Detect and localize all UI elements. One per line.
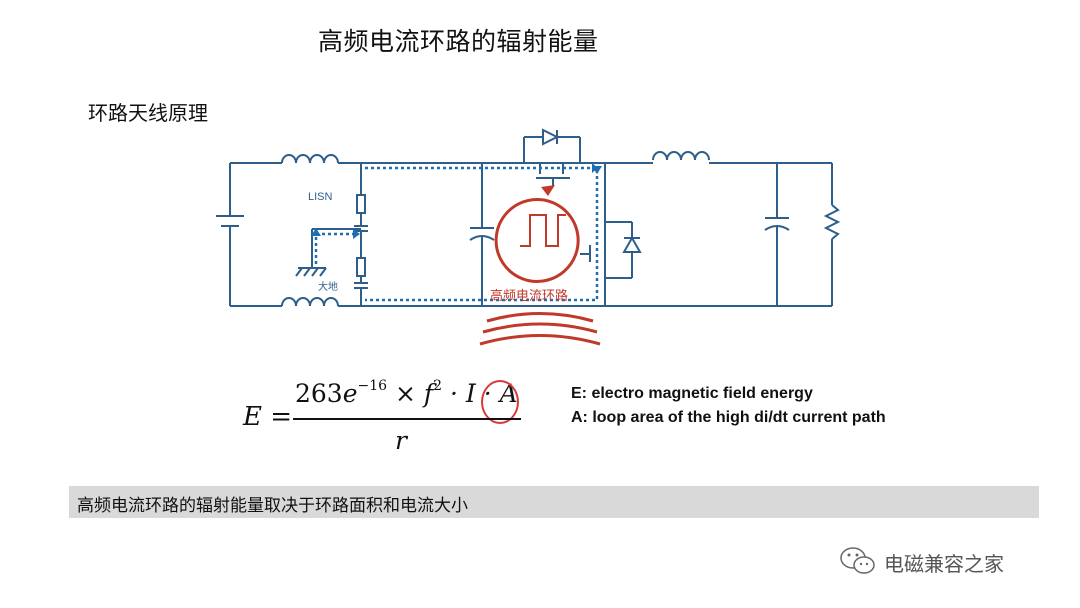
lisn-label: LISN (308, 191, 333, 203)
section-subtitle: 环路天线原理 (88, 101, 208, 125)
watermark-text: 电磁兼容之家 (884, 552, 1004, 576)
radiation-arc-1 (486, 312, 594, 323)
page-title: 高频电流环路的辐射能量 (318, 27, 599, 56)
inductor-bottom-left (281, 297, 339, 307)
loop-circle (494, 197, 580, 283)
earth-ground-symbol (295, 267, 327, 277)
energy-formula: E = 263e−16 × f2 · I · A r (243, 378, 533, 458)
inductor-top-left (281, 154, 339, 164)
square-wave (520, 214, 566, 247)
formula-denominator: r (395, 426, 407, 455)
load-resistor (823, 163, 841, 306)
low-side-switch (580, 221, 642, 279)
loop-area-highlight (481, 380, 519, 424)
legend-area: A: loop area of the high di/dt current p… (571, 409, 886, 426)
radiation-arc-2 (482, 322, 598, 334)
loop-label: 高频电流环路 (490, 288, 568, 304)
legend-energy: E: electro magnetic field energy (571, 385, 813, 402)
ground-label: 大地 (318, 280, 338, 293)
formula-legend: E: electro magnetic field energy A: loop… (571, 382, 886, 430)
current-arrow-up (311, 228, 321, 236)
fraction-bar (293, 418, 521, 420)
current-arrow-down (592, 166, 602, 174)
output-inductor (652, 151, 710, 161)
input-battery (216, 163, 244, 306)
high-side-switch (523, 128, 581, 186)
radiation-arc-3 (479, 334, 601, 346)
loop-arrow (541, 185, 555, 196)
current-arrow-right-small (353, 229, 360, 239)
output-capacitor (764, 163, 790, 306)
formula-lhs: E = (243, 402, 293, 432)
input-capacitor (469, 163, 495, 306)
summary-text: 高频电流环路的辐射能量取决于环路面积和电流大小 (77, 496, 468, 516)
summary-banner: 高频电流环路的辐射能量取决于环路面积和电流大小 (69, 486, 1039, 518)
wechat-icon (840, 547, 875, 574)
